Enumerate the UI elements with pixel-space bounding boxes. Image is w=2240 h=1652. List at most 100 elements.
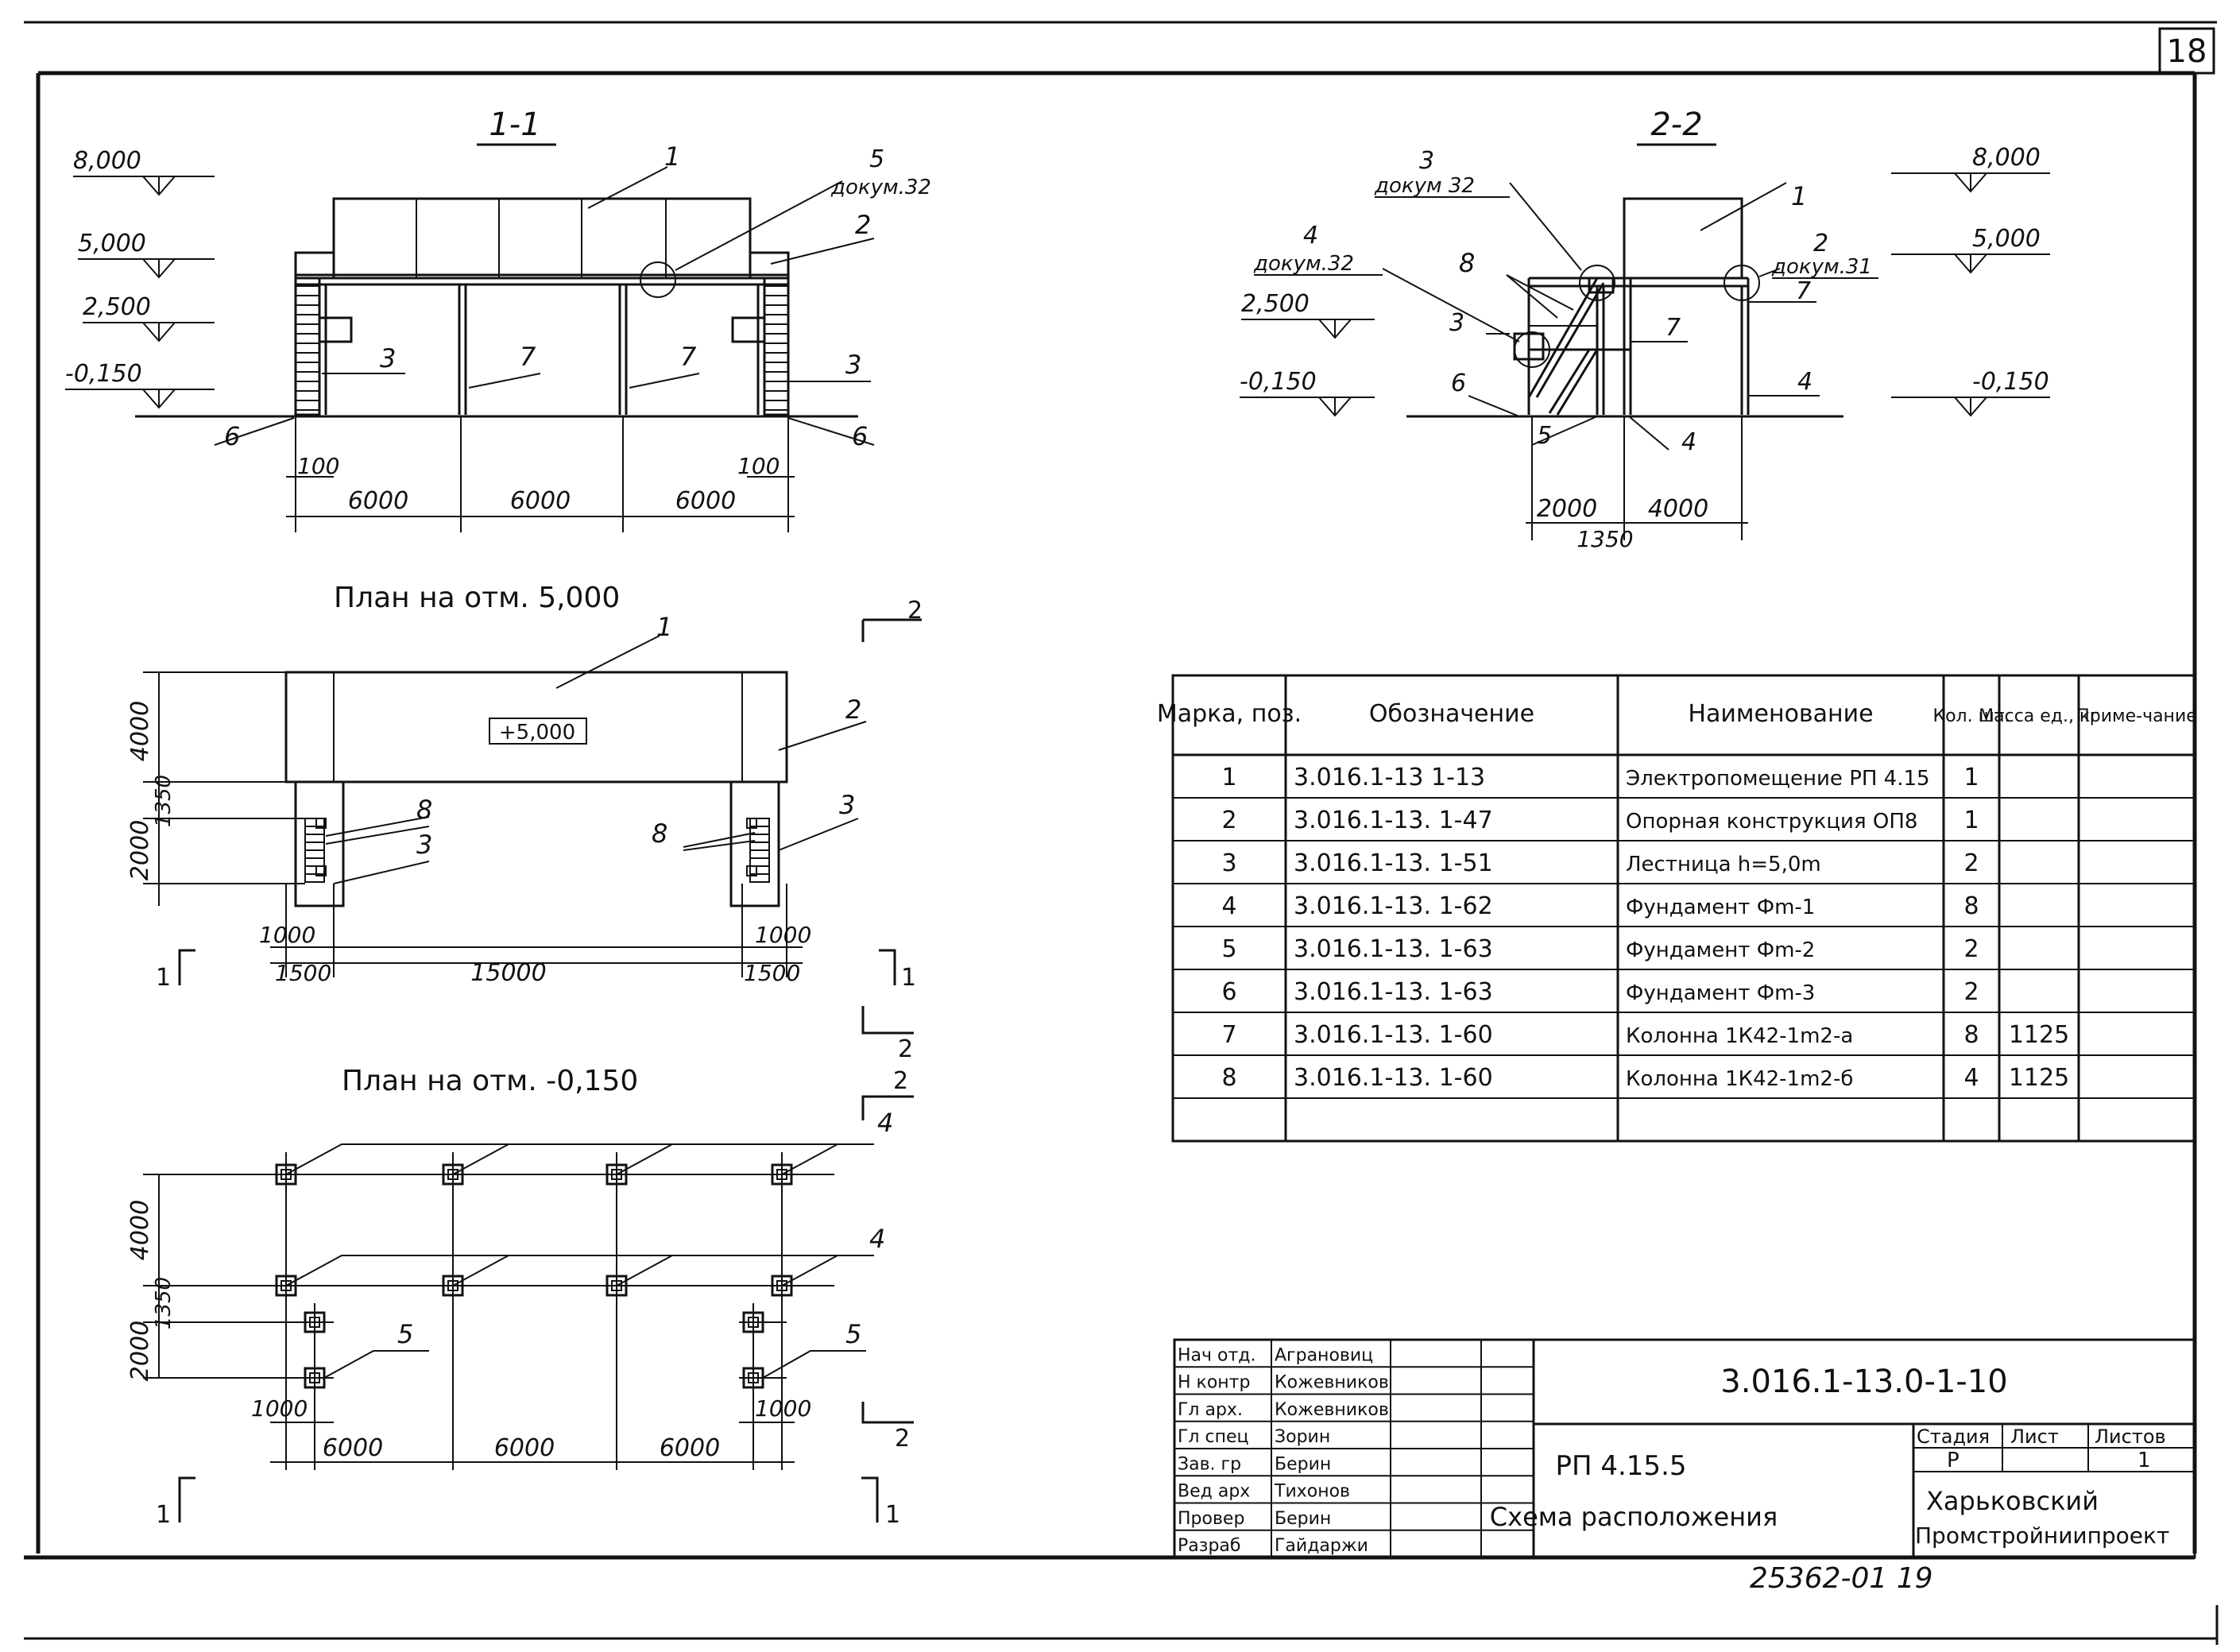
mark-4-plan0-mid: 4 — [869, 1224, 885, 1254]
signer-7: Гайдаржи — [1275, 1536, 1368, 1556]
spec-header-5: Приме-чание — [2076, 706, 2197, 726]
spec-cell-r6-c4: 1125 — [2009, 1021, 2069, 1049]
mark-6-22: 6 — [1451, 369, 1466, 397]
footer-number: 25362-01 19 — [1750, 1562, 1933, 1595]
stage-value: Р — [1947, 1449, 1960, 1472]
dim-1350-plan5: 1350 — [152, 775, 176, 827]
spec-cell-r6-c1: 3.016.1-13. 1-60 — [1294, 1021, 1493, 1049]
level-5000: 5,000 — [78, 230, 146, 257]
dim-4000-plan0: 4000 — [126, 1200, 154, 1260]
cut-1-right: 1 — [901, 964, 916, 992]
sheet-title: Схема расположения — [1490, 1502, 1778, 1532]
dim-1500-plan5-right: 1500 — [744, 960, 800, 986]
dim-2000-22: 2000 — [1537, 495, 1597, 523]
level-8000: 8,000 — [73, 147, 141, 175]
foundations-fm1 — [275, 1163, 793, 1297]
dim-6000-c: 6000 — [675, 487, 736, 515]
spec-cell-r7-c4: 1125 — [2009, 1064, 2069, 1092]
spec-cell-r7-c3: 4 — [1963, 1064, 1979, 1092]
cut-2-top-plan0: 2 — [893, 1067, 908, 1095]
mark-3-plan5-right: 3 — [839, 790, 855, 820]
role-2: Гл арх. — [1178, 1400, 1243, 1420]
signer-6: Берин — [1275, 1509, 1331, 1529]
spec-cell-r0-c0: 1 — [1221, 764, 1236, 791]
mark-4b-22: 4 — [1681, 428, 1696, 456]
spec-header-3: Кол. шт. — [1932, 706, 2010, 726]
plan-0150-title: План на отм. -0,150 — [342, 1065, 638, 1097]
mark-6-right: 6 — [852, 421, 868, 451]
dim-15000-plan5: 15000 — [470, 959, 546, 987]
mark-7b-22: 7 — [1796, 277, 1811, 305]
spec-cell-r6-c0: 7 — [1221, 1021, 1236, 1049]
sheet-label: Лист — [2010, 1426, 2059, 1448]
mark-2: 2 — [855, 210, 871, 240]
stage-label: Стадия — [1917, 1426, 1990, 1448]
signer-2: Кожевников — [1275, 1400, 1389, 1420]
spec-cell-r7-c0: 8 — [1221, 1064, 1236, 1092]
cut-1-left: 1 — [156, 964, 171, 992]
dim-6000-b: 6000 — [510, 487, 571, 515]
mark-4-plan0-top: 4 — [877, 1108, 893, 1138]
cut-1-left-plan0: 1 — [156, 1501, 171, 1529]
mark-5-22: 5 — [1537, 422, 1552, 450]
mark-5: 5 — [869, 145, 884, 173]
dim-1000-plan5-left: 1000 — [259, 922, 315, 948]
spec-cell-r7-c1: 3.016.1-13. 1-60 — [1294, 1064, 1493, 1092]
spec-cell-r5-c2: Фундамент Фm-3 — [1626, 981, 1815, 1005]
note-5: докум.32 — [830, 176, 931, 199]
dim-4000-22: 4000 — [1648, 495, 1708, 523]
mark-3-left: 3 — [380, 343, 396, 373]
mark-7-22: 7 — [1665, 314, 1681, 342]
spec-cell-r6-c2: Колонна 1К42-1m2-а — [1626, 1024, 1853, 1048]
org-line-2: Промстройниипроект — [1915, 1522, 2169, 1549]
section-2-2-title: 2-2 — [1650, 106, 1702, 143]
spec-cell-r0-c3: 1 — [1963, 764, 1979, 791]
spec-cell-r3-c2: Фундамент Фm-1 — [1626, 896, 1815, 919]
mark-2-plan5: 2 — [845, 694, 861, 725]
note-4-22: докум.32 — [1253, 252, 1354, 276]
dim-1350-22: 1350 — [1577, 526, 1633, 552]
levels-1-1: 8,000 5,000 2,500 -0,150 — [65, 147, 215, 409]
spec-cell-r1-c3: 1 — [1963, 807, 1979, 834]
mark-7-left: 7 — [520, 342, 536, 372]
mark-4-22: 4 — [1303, 222, 1318, 250]
mark-4c-22: 4 — [1797, 368, 1813, 396]
spec-cell-r4-c1: 3.016.1-13. 1-63 — [1294, 935, 1493, 963]
mark-3-right: 3 — [845, 350, 861, 380]
mark-3-22: 3 — [1419, 147, 1434, 175]
dim-1500-plan5-left: 1500 — [275, 960, 331, 986]
mark-5-plan0-left: 5 — [397, 1319, 413, 1349]
plan-0150: План на отм. -0,150 — [126, 1065, 914, 1529]
object-name: РП 4.15.5 — [1555, 1450, 1686, 1482]
spec-cell-r3-c3: 8 — [1963, 892, 1979, 920]
mark-3-plan5-left: 3 — [416, 830, 432, 860]
sheet-number: 18 — [2167, 33, 2207, 70]
spec-header-2: Наименование — [1688, 700, 1873, 728]
org-line-1: Харьковский — [1926, 1486, 2099, 1516]
plan-5000-title: План на отм. 5,000 — [334, 582, 620, 614]
dim-1000-plan0-right: 1000 — [755, 1395, 811, 1422]
mark-1-plan5: 1 — [656, 612, 672, 642]
role-5: Вед арх — [1178, 1482, 1250, 1502]
dim-2000-plan0: 2000 — [126, 1321, 154, 1381]
note-3-22: докум 32 — [1374, 174, 1475, 198]
mark-1-22: 1 — [1791, 181, 1807, 211]
role-7: Разраб — [1178, 1536, 1240, 1556]
note-2-22: докум.31 — [1771, 255, 1872, 279]
signer-3: Зорин — [1275, 1427, 1330, 1447]
plan-5000: План на отм. 5,000 +5,000 1 2 — [126, 582, 923, 1063]
spec-cell-r2-c1: 3.016.1-13. 1-51 — [1294, 849, 1493, 877]
spec-cell-r0-c1: 3.016.1-13 1-13 — [1294, 764, 1485, 791]
sheets-value: 1 — [2137, 1449, 2151, 1472]
dim-6000-plan0-a: 6000 — [323, 1434, 383, 1462]
mark-8-plan5-right: 8 — [652, 818, 667, 849]
level-0150-22-left: -0,150 — [1240, 368, 1317, 396]
mark-6-left: 6 — [224, 421, 240, 451]
level-0150: -0,150 — [65, 360, 142, 388]
cut-2-bottom: 2 — [898, 1035, 913, 1063]
dim-100-right: 100 — [737, 453, 780, 479]
level-8000-22: 8,000 — [1972, 144, 2041, 172]
mark-8-plan5-left: 8 — [416, 795, 432, 825]
mark-1: 1 — [664, 141, 680, 172]
